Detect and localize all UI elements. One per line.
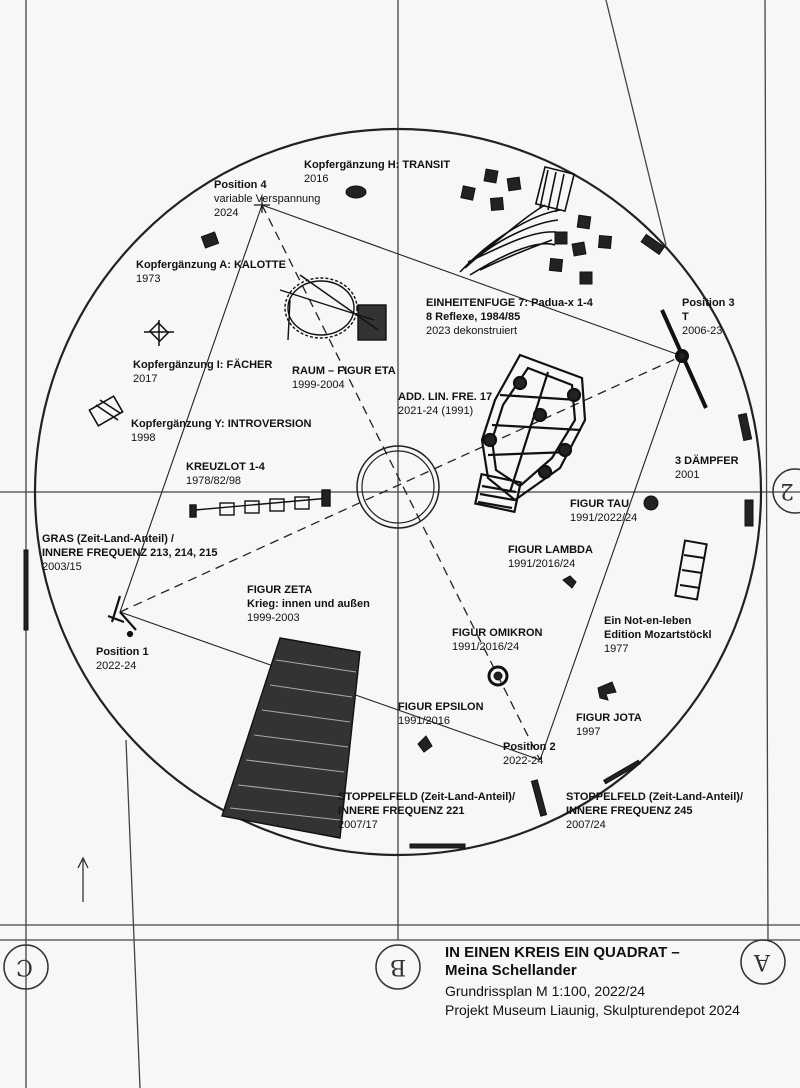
artist-name: Meina Schellander — [445, 962, 577, 979]
introversion-icon — [88, 395, 124, 427]
position-2-marker — [530, 779, 548, 817]
position-3-marker — [660, 309, 708, 409]
work-title: IN EINEN KREIS EIN QUADRAT – — [445, 944, 680, 961]
add-lin-fre-icon — [474, 353, 587, 514]
figur-lambda-icon — [562, 575, 577, 589]
axis-label-b: B — [390, 954, 407, 979]
figur-epsilon-icon — [417, 735, 433, 753]
raum-figur-eta-icon — [279, 274, 387, 341]
not-en-leben-icon — [674, 539, 708, 601]
kalotte-icon — [200, 231, 220, 249]
gallery-circle — [33, 127, 763, 857]
position-1-marker — [107, 595, 137, 638]
north-arrow-icon — [77, 856, 89, 902]
square-blocks-icon — [460, 168, 613, 285]
axis-label-2: 2 — [780, 478, 794, 503]
sculpture-markers — [23, 165, 754, 849]
axis-markers — [3, 468, 800, 990]
figur-jota-icon — [597, 681, 617, 701]
transit-icon — [345, 185, 367, 199]
plan-scale: Grundrissplan M 1:100, 2022/24 — [445, 983, 646, 999]
faecher-icon — [144, 320, 174, 346]
position-4-marker — [254, 197, 270, 213]
project-name: Projekt Museum Liaunig, Skulpturendepot … — [445, 1002, 740, 1018]
axis-label-a: A — [754, 949, 770, 974]
einheitenfuge-icon — [459, 165, 576, 276]
title-block: IN EINEN KREIS EIN QUADRAT – Meina Schel… — [445, 944, 740, 1020]
label-stoppelfeld-221: STOPPELFELD (Zeit-Land-Anteil)/INNERE FR… — [338, 791, 516, 831]
figur-zeta-icon — [221, 637, 361, 839]
axis-label-c: C — [16, 954, 33, 979]
label-gras: GRAS (Zeit-Land-Anteil) /INNERE FREQUENZ… — [42, 533, 218, 573]
kreuzlot-icon — [189, 489, 331, 518]
figur-omikron-icon — [487, 665, 509, 687]
figur-tau-icon — [643, 495, 659, 511]
label-stoppelfeld-245: STOPPELFELD (Zeit-Land-Anteil)/INNERE FR… — [566, 791, 744, 831]
